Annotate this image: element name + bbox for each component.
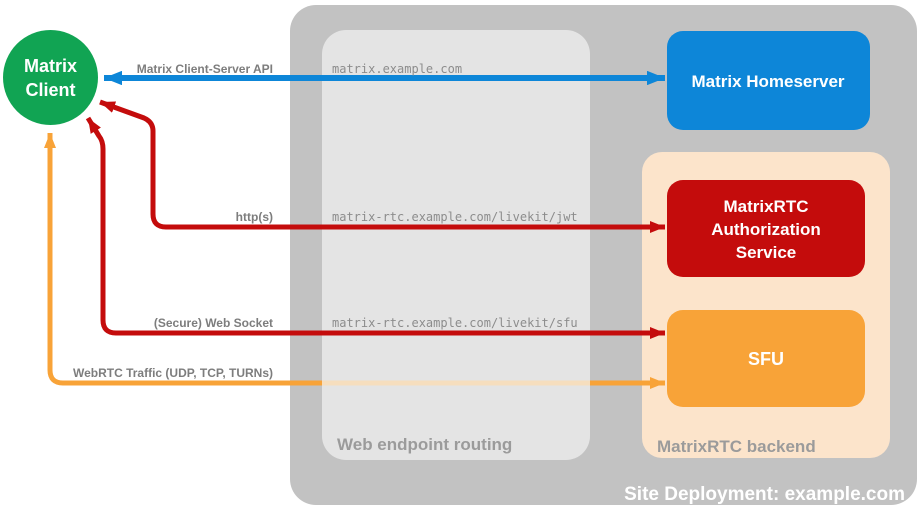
matrix-client-label-line1: Matrix — [24, 56, 77, 76]
webrtc-traffic-arrow — [44, 133, 322, 386]
web-endpoint-routing-label: Web endpoint routing — [337, 435, 512, 454]
matrix-homeserver-label: Matrix Homeserver — [691, 72, 844, 91]
matrix-homeserver-node — [667, 31, 870, 130]
endpoint-sfu: matrix-rtc.example.com/livekit/sfu — [332, 316, 578, 330]
matrix-client-label-line2: Client — [25, 80, 75, 100]
web-endpoint-routing-panel — [322, 30, 590, 460]
auth-service-label-line3: Service — [736, 243, 797, 262]
matrixrtc-backend-label: MatrixRTC backend — [657, 437, 816, 456]
websocket-arrow — [85, 116, 665, 339]
endpoint-homeserver: matrix.example.com — [332, 62, 462, 76]
matrix-client-node — [3, 30, 98, 125]
client-server-api-label: Matrix Client-Server API — [137, 62, 273, 76]
matrixrtc-auth-service-node — [667, 180, 865, 277]
webrtc-label: WebRTC Traffic (UDP, TCP, TURNs) — [73, 366, 273, 380]
site-deployment-label: Site Deployment: example.com — [624, 484, 905, 505]
websocket-label: (Secure) Web Socket — [154, 316, 273, 330]
auth-service-label-line2: Authorization — [711, 220, 821, 239]
endpoint-jwt: matrix-rtc.example.com/livekit/jwt — [332, 210, 578, 224]
http-label: http(s) — [236, 210, 273, 224]
sfu-node — [667, 310, 865, 407]
auth-service-label-line1: MatrixRTC — [723, 197, 808, 216]
sfu-label: SFU — [748, 349, 784, 369]
